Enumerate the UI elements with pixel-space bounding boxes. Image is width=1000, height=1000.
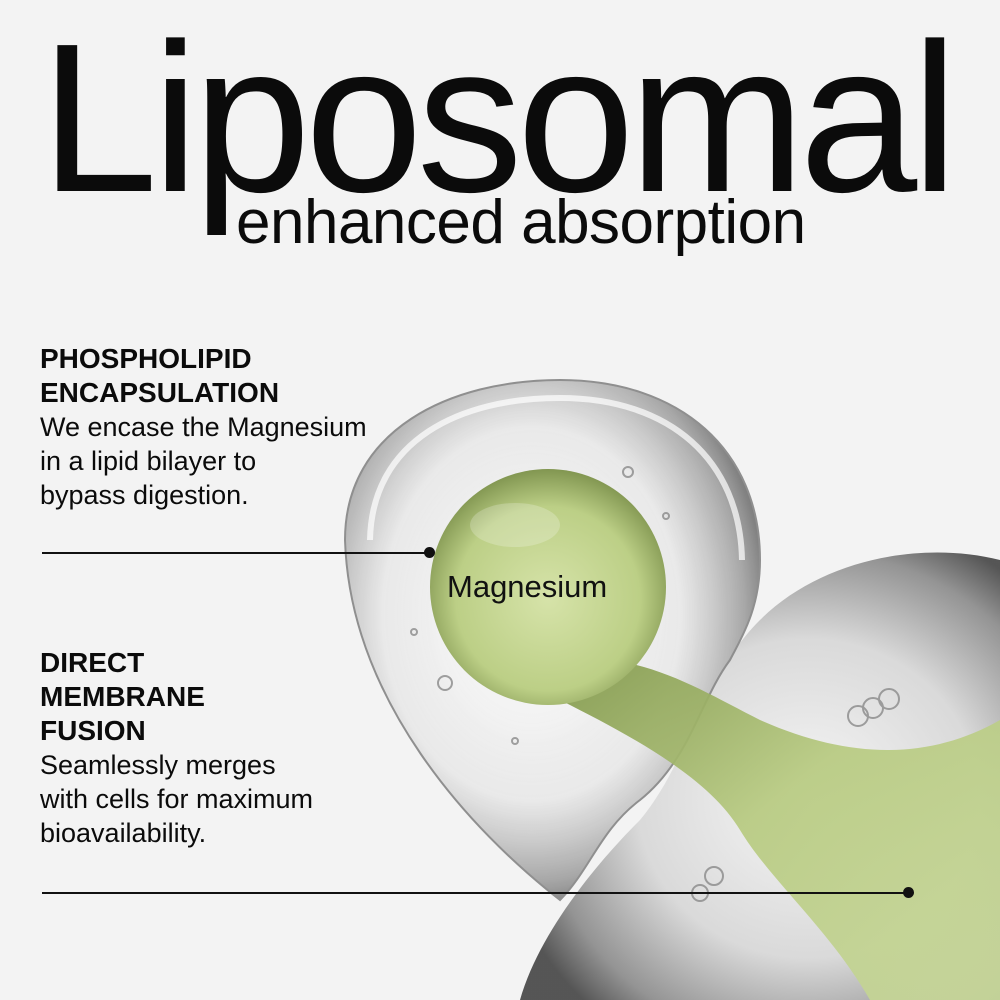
magnesium-core: [430, 469, 666, 705]
callout-dot-encapsulation: [424, 547, 435, 558]
feature-title: PHOSPHOLIPID ENCAPSULATION: [40, 343, 280, 408]
feature-description: We encase the Magnesium in a lipid bilay…: [40, 412, 367, 510]
callout-dot-fusion: [903, 887, 914, 898]
feature-phospholipid-encapsulation: PHOSPHOLIPID ENCAPSULATION We encase the…: [40, 342, 410, 512]
callout-line-encapsulation: [42, 552, 430, 554]
feature-title: DIRECT MEMBRANE FUSION: [40, 647, 205, 746]
feature-description: Seamlessly merges with cells for maximum…: [40, 750, 314, 848]
page-title: Liposomal: [40, 0, 958, 236]
callout-line-fusion: [42, 892, 908, 894]
feature-direct-membrane-fusion: DIRECT MEMBRANE FUSION Seamlessly merges…: [40, 646, 410, 850]
magnesium-stream: [560, 658, 1000, 1000]
page-subtitle: enhanced absorption: [236, 188, 806, 257]
magnesium-label: Magnesium: [447, 569, 608, 604]
